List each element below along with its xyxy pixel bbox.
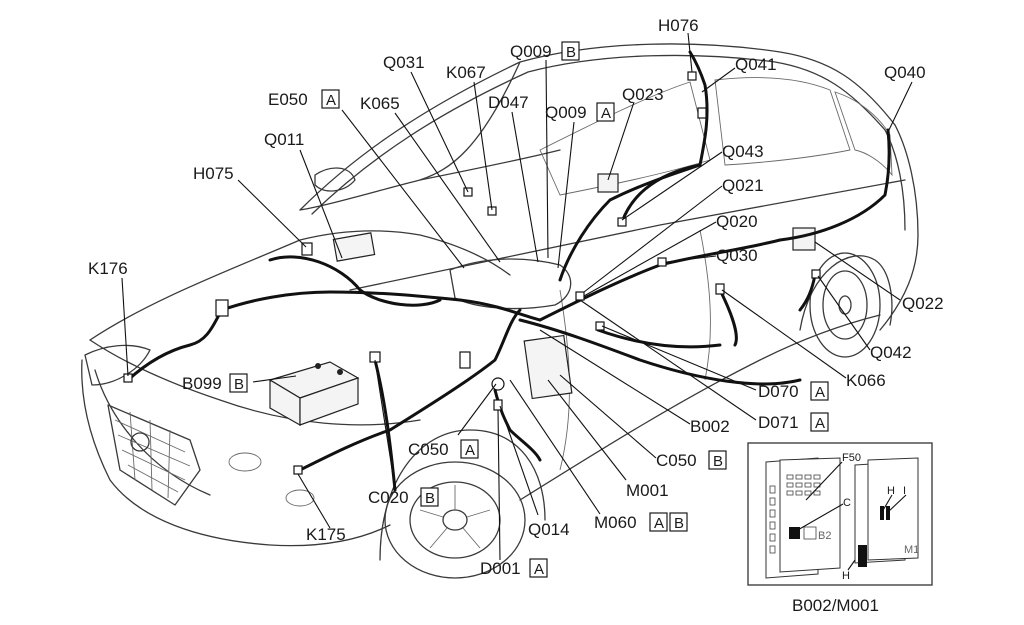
- inset-label-f50: F50: [842, 452, 861, 464]
- label-d071-a: D071: [758, 413, 799, 432]
- label-k175: K175: [306, 525, 346, 544]
- label-q011: Q011: [264, 130, 304, 149]
- inset-b002-m001: F50 C B2 H I H M1 B002/M001: [747, 442, 933, 615]
- label-q042: Q042: [870, 343, 912, 362]
- label-q022: Q022: [902, 294, 944, 313]
- label-d047: D047: [488, 93, 529, 112]
- label-q031: Q031: [383, 53, 425, 72]
- label-h076: H076: [658, 16, 699, 35]
- label-k067: K067: [446, 63, 486, 82]
- leader-lines: [121, 32, 913, 561]
- label-c050-a: C050: [408, 440, 449, 459]
- label-c020-b-tag: B: [425, 490, 435, 507]
- label-h075: H075: [193, 164, 234, 183]
- label-q020: Q020: [716, 212, 758, 231]
- label-k065: K065: [360, 94, 400, 113]
- label-q021: Q021: [722, 176, 764, 195]
- wiring-harness: [126, 50, 891, 492]
- label-q014: Q014: [528, 520, 570, 539]
- label-q040: Q040: [884, 63, 926, 82]
- label-d071-a-tag: A: [815, 415, 825, 432]
- inset-label-h-bottom: H: [842, 570, 850, 582]
- label-q043: Q043: [722, 142, 764, 161]
- label-d070-a: D070: [758, 382, 799, 401]
- connector-labels: H076 Q009 B Q041 Q040 Q031 K067 Q023 E05…: [88, 16, 944, 578]
- label-k066: K066: [846, 371, 886, 390]
- label-c050-b-tag: B: [713, 453, 723, 470]
- label-q009-b: Q009: [510, 42, 552, 61]
- label-e050-a: E050: [268, 90, 308, 109]
- label-c050-b: C050: [656, 451, 697, 470]
- inset-label-i: I: [903, 485, 906, 497]
- label-q009-b-tag: B: [566, 44, 576, 61]
- label-k176: K176: [88, 259, 128, 278]
- label-m001: M001: [626, 481, 669, 500]
- label-b099-b: B099: [182, 374, 222, 393]
- label-c020-b: C020: [368, 488, 409, 507]
- label-d001-a-tag: A: [534, 561, 544, 578]
- battery: [268, 361, 360, 427]
- label-q030: Q030: [716, 246, 758, 265]
- inset-caption: B002/M001: [792, 596, 879, 615]
- label-q023: Q023: [622, 85, 664, 104]
- label-m060-b-tag: B: [674, 515, 684, 532]
- label-d070-a-tag: A: [815, 384, 825, 401]
- inset-label-c: C: [843, 497, 851, 509]
- connector-markers: [123, 71, 821, 475]
- label-m060-ab: M060: [594, 513, 637, 532]
- car-body: [81, 43, 919, 579]
- label-d001-a: D001: [480, 559, 521, 578]
- label-q009-a-tag: A: [601, 105, 611, 122]
- label-b002: B002: [690, 417, 730, 436]
- label-q041: Q041: [735, 55, 777, 74]
- inset-label-b2: B2: [818, 530, 831, 542]
- label-e050-a-tag: A: [326, 92, 336, 109]
- inset-label-m1: M1: [904, 544, 919, 556]
- label-q009-a: Q009: [545, 103, 587, 122]
- label-m060-a-tag: A: [654, 515, 664, 532]
- label-b099-b-tag: B: [234, 376, 244, 393]
- inset-label-h-top: H: [887, 485, 895, 497]
- label-c050-a-tag: A: [465, 442, 475, 459]
